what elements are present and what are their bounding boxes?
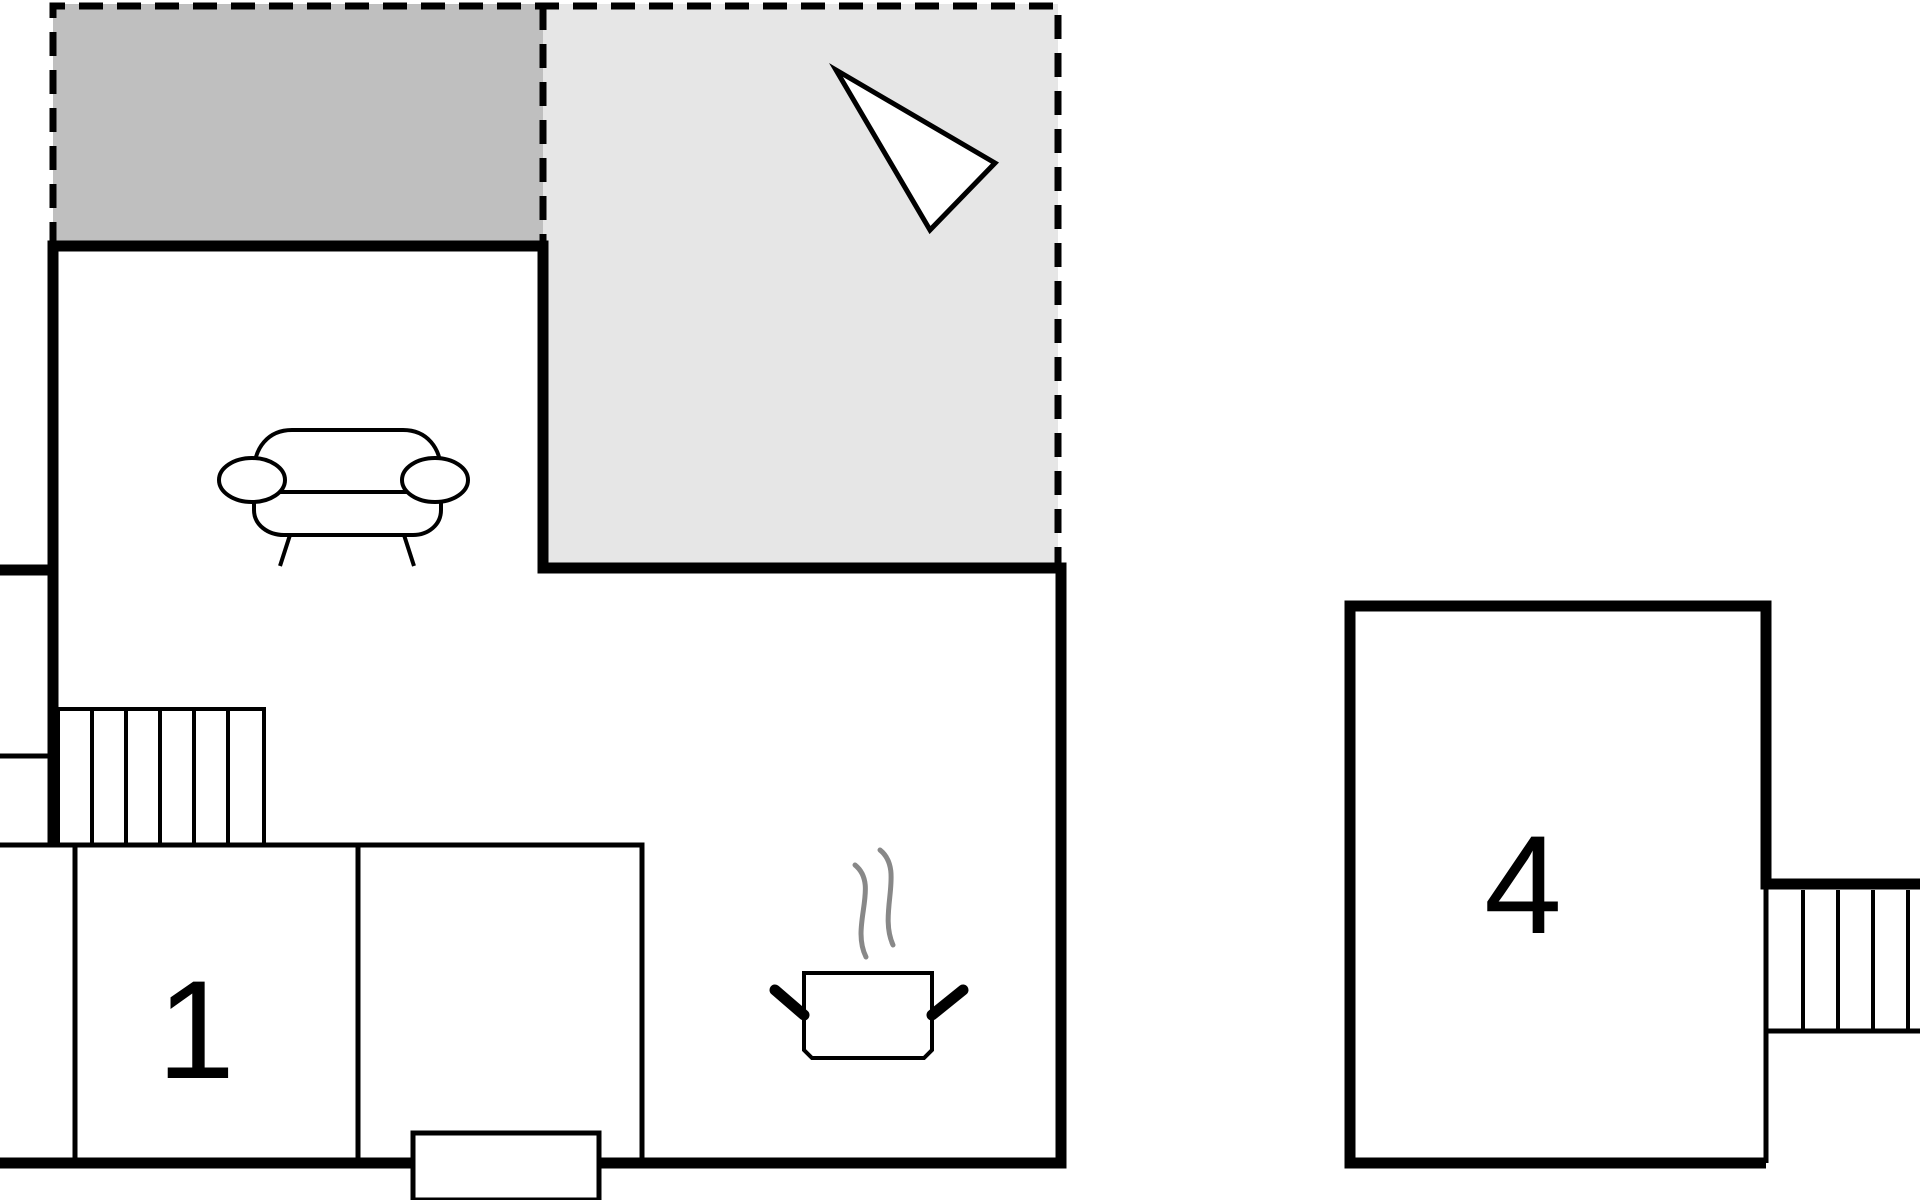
terrace-area <box>49 2 1062 564</box>
triangle-sunshade-icon <box>828 63 1000 235</box>
main-house: 1 <box>0 240 1067 1200</box>
room-label-4: 4 <box>1484 806 1562 963</box>
stairs-icon <box>56 707 266 847</box>
annex-building: 4 <box>1344 600 1920 1169</box>
window <box>410 1130 602 1200</box>
terrace-dashed-outline <box>49 2 1062 564</box>
covered-terrace <box>53 4 543 246</box>
open-terrace <box>543 4 1058 564</box>
stairs-icon <box>1801 890 1910 1031</box>
annex-inner-wall <box>1763 884 1920 1163</box>
left-wall-stub <box>0 564 59 845</box>
room-label-1: 1 <box>157 951 235 1108</box>
steam-icon <box>852 847 896 960</box>
cooking-pot-icon <box>769 847 969 1060</box>
main-house-walls <box>0 240 1067 1169</box>
sofa-icon <box>217 428 470 567</box>
interior-walls <box>0 753 645 1163</box>
annex-walls <box>1344 600 1920 1169</box>
